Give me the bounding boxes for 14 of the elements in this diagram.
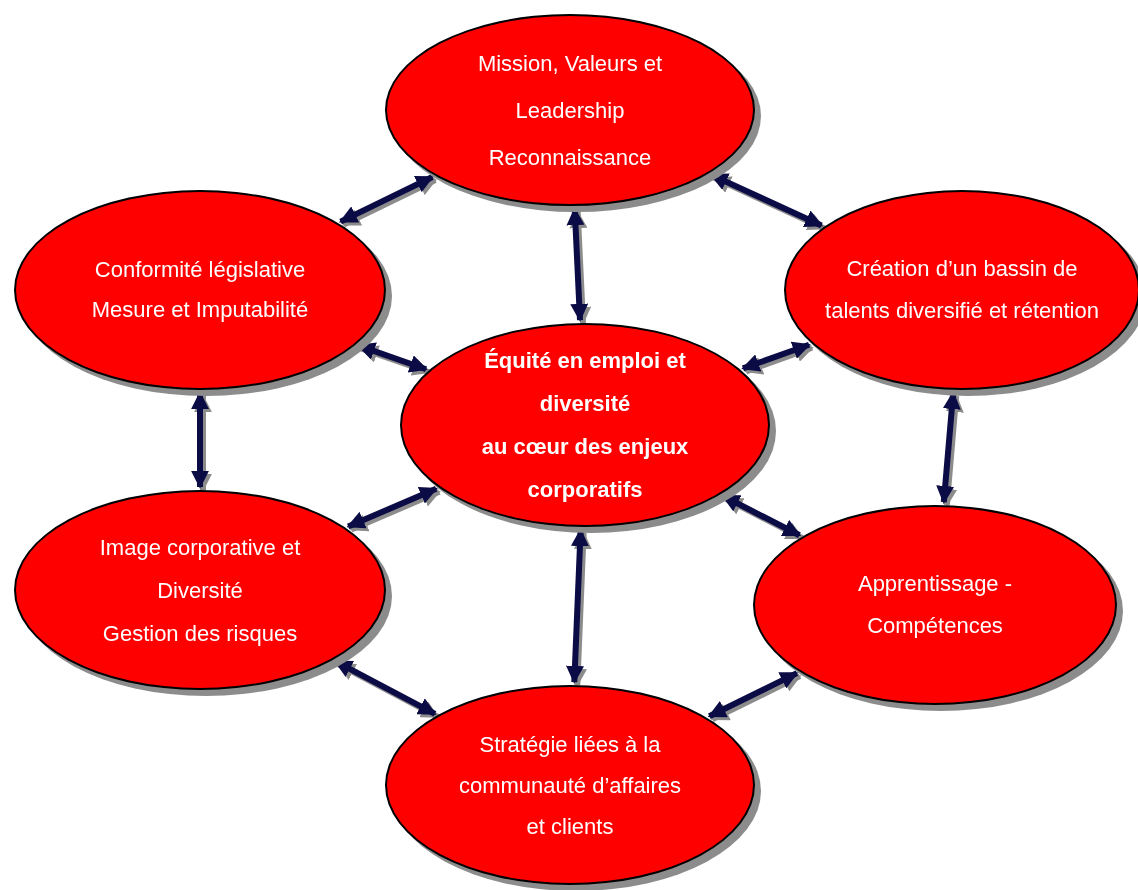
node-text: Image corporative et Diversité [98, 533, 302, 605]
node-text: Apprentissage - Compétences [856, 570, 1014, 640]
double-arrow [707, 670, 799, 719]
node-text: Reconnaissance [487, 143, 653, 172]
node-text: Mission, Valeurs et Leadership [476, 49, 664, 125]
double-arrow [339, 174, 434, 225]
double-arrow [741, 341, 811, 372]
double-arrow [346, 486, 438, 530]
node-text: Stratégie liées à la communauté d’affaires et clients [457, 730, 683, 841]
node-text: Conformité législative [93, 256, 307, 284]
title-text: au cœur des enjeux corporatifs [480, 433, 690, 504]
node-text: Mesure et Imputabilité [90, 296, 310, 324]
node-text: Création d’un bassin de talents diversifié et rétention [824, 255, 1100, 325]
node-text: Gestion des risques [101, 619, 299, 648]
